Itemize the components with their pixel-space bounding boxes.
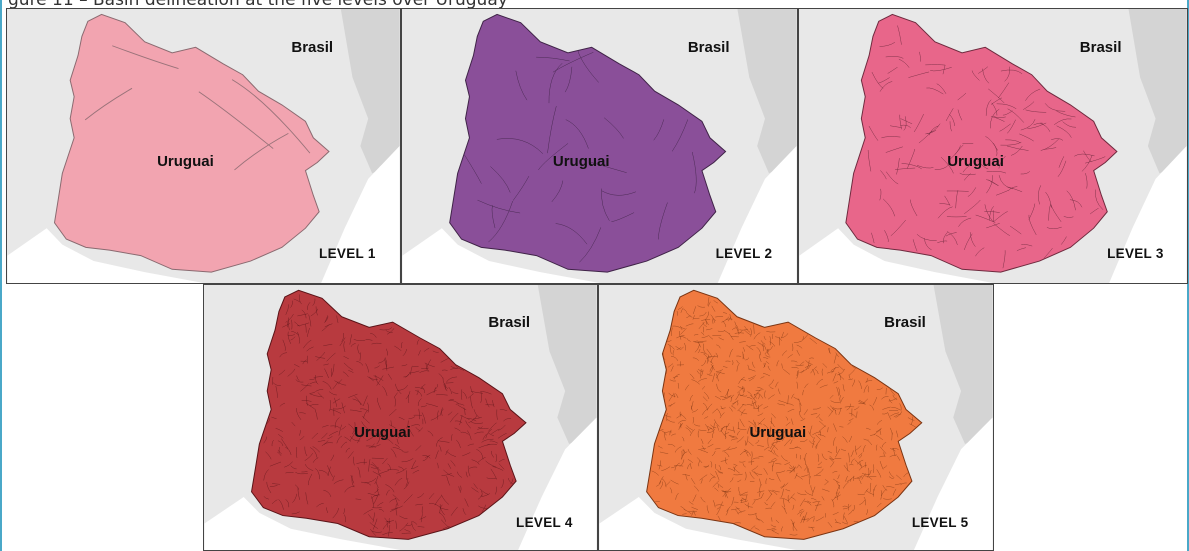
ocean-water: [518, 417, 597, 550]
neighbor-country-label: Brasil: [687, 39, 730, 57]
basin-boundaries: [464, 50, 697, 263]
neighbor-country-label: Brasil: [291, 39, 334, 57]
basin-boundaries: [263, 294, 514, 537]
level-label: LEVEL 2: [715, 246, 773, 262]
frame-left-border: [0, 0, 2, 551]
level-label: LEVEL 3: [1107, 246, 1164, 262]
uruguay-basins-fill: [251, 289, 527, 540]
country-label: Uruguai: [749, 423, 807, 441]
neighbor-land: [737, 9, 797, 174]
neighbor-country-label: Brasil: [884, 314, 926, 332]
ocean-water: [717, 146, 797, 283]
country-label: Uruguai: [552, 152, 610, 170]
uruguay-basins-fill: [845, 13, 1118, 273]
ocean-water: [321, 146, 400, 283]
country-label: Uruguai: [157, 152, 214, 170]
estuary-water: [204, 497, 401, 550]
map-svg: [402, 9, 797, 283]
neighbor-land: [933, 285, 993, 444]
ocean-water: [1109, 146, 1187, 283]
estuary-water: [402, 228, 600, 283]
uruguay-basins-fill: [53, 13, 330, 273]
country-label: Uruguai: [354, 423, 411, 441]
estuary-water: [599, 497, 796, 550]
neighbor-country-label: Brasil: [488, 314, 531, 332]
neighbor-land: [1128, 9, 1187, 174]
uruguay-basins-fill: [646, 289, 923, 540]
neighbor-country-label: Brasil: [1079, 39, 1122, 57]
ocean-water: [913, 417, 993, 550]
basin-boundaries: [84, 45, 311, 171]
map-svg: [204, 285, 597, 550]
neighbor-land: [340, 9, 400, 174]
estuary-water: [7, 228, 204, 283]
basin-boundaries: [867, 25, 1106, 269]
country-label: Uruguai: [947, 152, 1004, 170]
map-svg: [599, 285, 993, 550]
map-svg: [7, 9, 400, 283]
level-label: LEVEL 1: [319, 246, 376, 262]
level-label: LEVEL 5: [911, 514, 969, 530]
map-svg: [799, 9, 1187, 283]
neighbor-land: [537, 285, 597, 444]
estuary-water: [799, 228, 993, 283]
figure-caption: gure 11 – Basin delineation at the five …: [8, 0, 1008, 9]
frame-right-border: [1187, 0, 1189, 551]
level-label: LEVEL 4: [516, 514, 573, 530]
basin-boundaries: [651, 297, 916, 536]
uruguay-basins-fill: [449, 13, 727, 273]
